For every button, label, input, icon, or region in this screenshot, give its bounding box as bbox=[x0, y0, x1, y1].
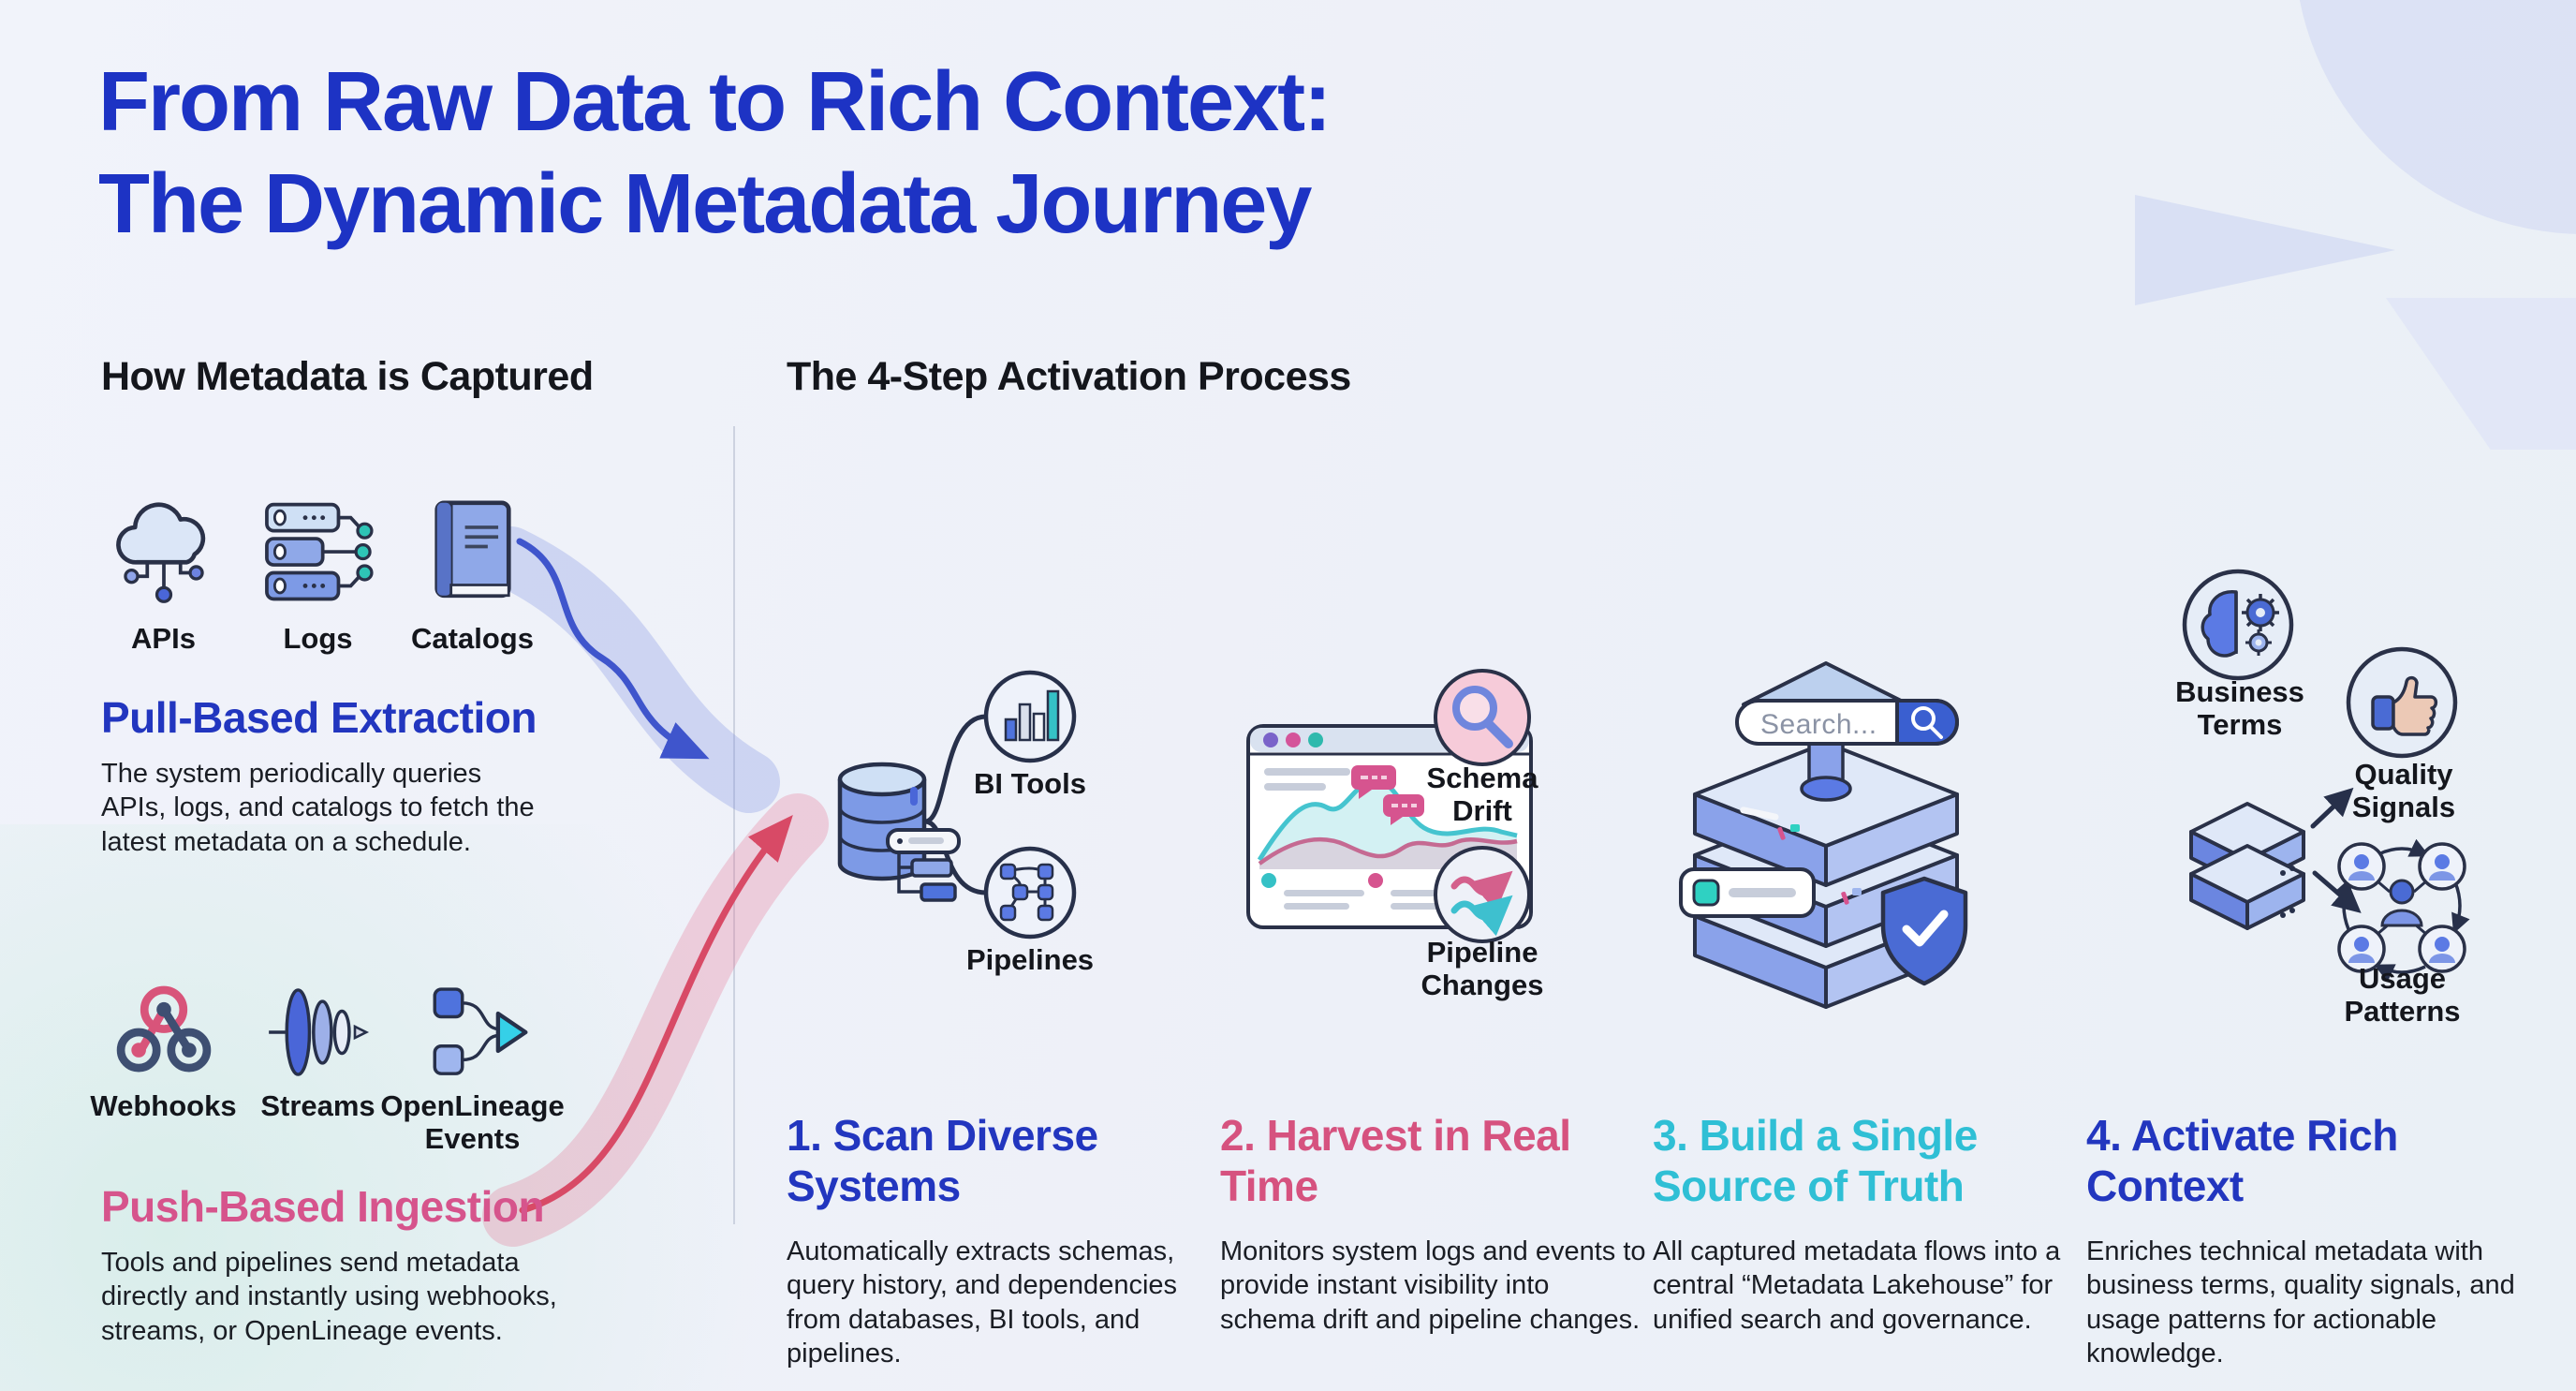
source-apis: APIs bbox=[86, 482, 241, 656]
source-logs: Logs bbox=[241, 482, 395, 656]
push-sources-row: Webhooks Streams OpenLineage Events bbox=[86, 974, 565, 1155]
magnifier-icon bbox=[1434, 669, 1531, 766]
thumbs-up-icon bbox=[2346, 646, 2458, 759]
alert-badge-icon bbox=[1351, 765, 1396, 799]
step1-graphic bbox=[837, 670, 1077, 940]
push-flow-band bbox=[482, 793, 829, 1247]
cloud-api-icon bbox=[115, 502, 205, 603]
source-label: Catalogs bbox=[411, 622, 534, 655]
step2-title: 2. Harvest in Real Time bbox=[1220, 1111, 1571, 1211]
source-openlineage: OpenLineage Events bbox=[380, 974, 565, 1155]
pull-heading: Pull-Based Extraction bbox=[101, 693, 537, 742]
step3-graphic bbox=[1679, 661, 1968, 1009]
people-network-icon bbox=[2333, 838, 2470, 983]
server-stack-icon bbox=[2189, 802, 2305, 930]
pipelines-icon bbox=[983, 846, 1077, 940]
source-label: Logs bbox=[283, 622, 353, 655]
metadata-tag-icon bbox=[1679, 867, 1816, 918]
source-label: Webhooks bbox=[90, 1089, 237, 1122]
bi-tools-icon bbox=[983, 670, 1077, 763]
shield-check-icon bbox=[1880, 876, 1968, 986]
page-title: From Raw Data to Rich Context: The Dynam… bbox=[98, 52, 1737, 256]
step3-title: 3. Build a Single Source of Truth bbox=[1653, 1111, 1978, 1211]
openlineage-icon bbox=[433, 987, 527, 1075]
step2-body: Monitors system logs and events to provi… bbox=[1220, 1236, 1646, 1335]
quality-signals-label: Quality Signals bbox=[2351, 758, 2456, 823]
pull-sources-row: APIs Logs bbox=[86, 482, 550, 656]
source-streams: Streams bbox=[241, 974, 395, 1155]
business-terms-label: Business Terms bbox=[2175, 675, 2304, 741]
alert-badge-icon bbox=[1383, 794, 1424, 825]
activation-heading: The 4-Step Activation Process bbox=[787, 354, 1351, 399]
step4-title: 4. Activate Rich Context bbox=[2086, 1111, 2398, 1211]
brain-gears-icon bbox=[2182, 569, 2294, 681]
capture-heading: How Metadata is Captured bbox=[101, 354, 594, 399]
step1-title: 1. Scan Diverse Systems bbox=[787, 1111, 1098, 1211]
source-label: Streams bbox=[260, 1089, 375, 1122]
step2-graphic bbox=[1246, 669, 1533, 943]
catalog-book-icon bbox=[434, 500, 511, 599]
source-webhooks: Webhooks bbox=[86, 974, 241, 1155]
source-catalogs: Catalogs bbox=[395, 482, 550, 656]
push-body: Tools and pipelines send metadata direct… bbox=[101, 1248, 557, 1346]
bi-tools-label: BI Tools bbox=[974, 767, 1086, 800]
pull-body: The system periodically queries APIs, lo… bbox=[101, 759, 535, 857]
step4-body: Enriches technical metadata with busines… bbox=[2086, 1236, 2515, 1369]
arrow-to-quality bbox=[2310, 787, 2354, 829]
decor-mint-glow bbox=[0, 824, 918, 1391]
change-arrows-icon bbox=[1434, 846, 1531, 943]
page-title-line1: From Raw Data to Rich Context: bbox=[98, 55, 1332, 149]
step1-body: Automatically extracts schemas, query hi… bbox=[787, 1236, 1178, 1369]
search-bar-icon bbox=[1735, 699, 1960, 746]
server-logs-icon bbox=[264, 502, 374, 601]
streams-icon bbox=[268, 988, 369, 1076]
step4-graphic bbox=[2182, 569, 2470, 983]
search-input: Search... bbox=[1760, 709, 1877, 740]
pull-flow-line bbox=[516, 538, 710, 760]
pipelines-label: Pipelines bbox=[965, 943, 1095, 976]
page-title-line2: The Dynamic Metadata Journey bbox=[98, 156, 1312, 251]
source-label: APIs bbox=[131, 622, 196, 655]
section-divider bbox=[733, 426, 735, 1224]
step3-body: All captured metadata flows into a centr… bbox=[1653, 1236, 2061, 1335]
source-label: OpenLineage Events bbox=[380, 1089, 565, 1155]
usage-patterns-label: Usage Patterns bbox=[2344, 962, 2461, 1028]
push-flow-line bbox=[519, 815, 793, 1214]
schema-drift-label: Schema Drift bbox=[1426, 762, 1538, 827]
webhook-icon bbox=[116, 985, 211, 1073]
push-heading: Push-Based Ingestion bbox=[101, 1182, 545, 1231]
pipeline-changes-label: Pipeline Changes bbox=[1420, 936, 1544, 1001]
schema-list-icon bbox=[886, 828, 961, 902]
